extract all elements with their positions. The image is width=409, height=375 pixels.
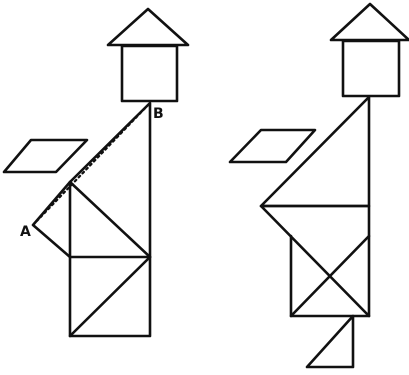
left-hat-triangle — [108, 9, 188, 45]
right-arm-parallelogram — [230, 130, 315, 162]
point-b-label: B — [153, 106, 164, 122]
left-head-square — [122, 46, 177, 101]
left-arm-parallelogram — [4, 140, 87, 172]
left-body-divider-1 — [70, 182, 150, 257]
right-tangram-figure — [230, 4, 409, 367]
point-a-label: A — [20, 224, 31, 240]
right-head-square — [343, 41, 399, 96]
right-upper-triangle — [261, 97, 369, 206]
right-foot-triangle — [307, 316, 353, 367]
left-body-divider-3 — [70, 257, 150, 336]
right-hat-triangle — [331, 4, 409, 40]
right-middle-triangle — [261, 206, 369, 316]
left-tangram-figure: A B — [4, 9, 188, 336]
ab-dotted-line — [33, 103, 150, 225]
